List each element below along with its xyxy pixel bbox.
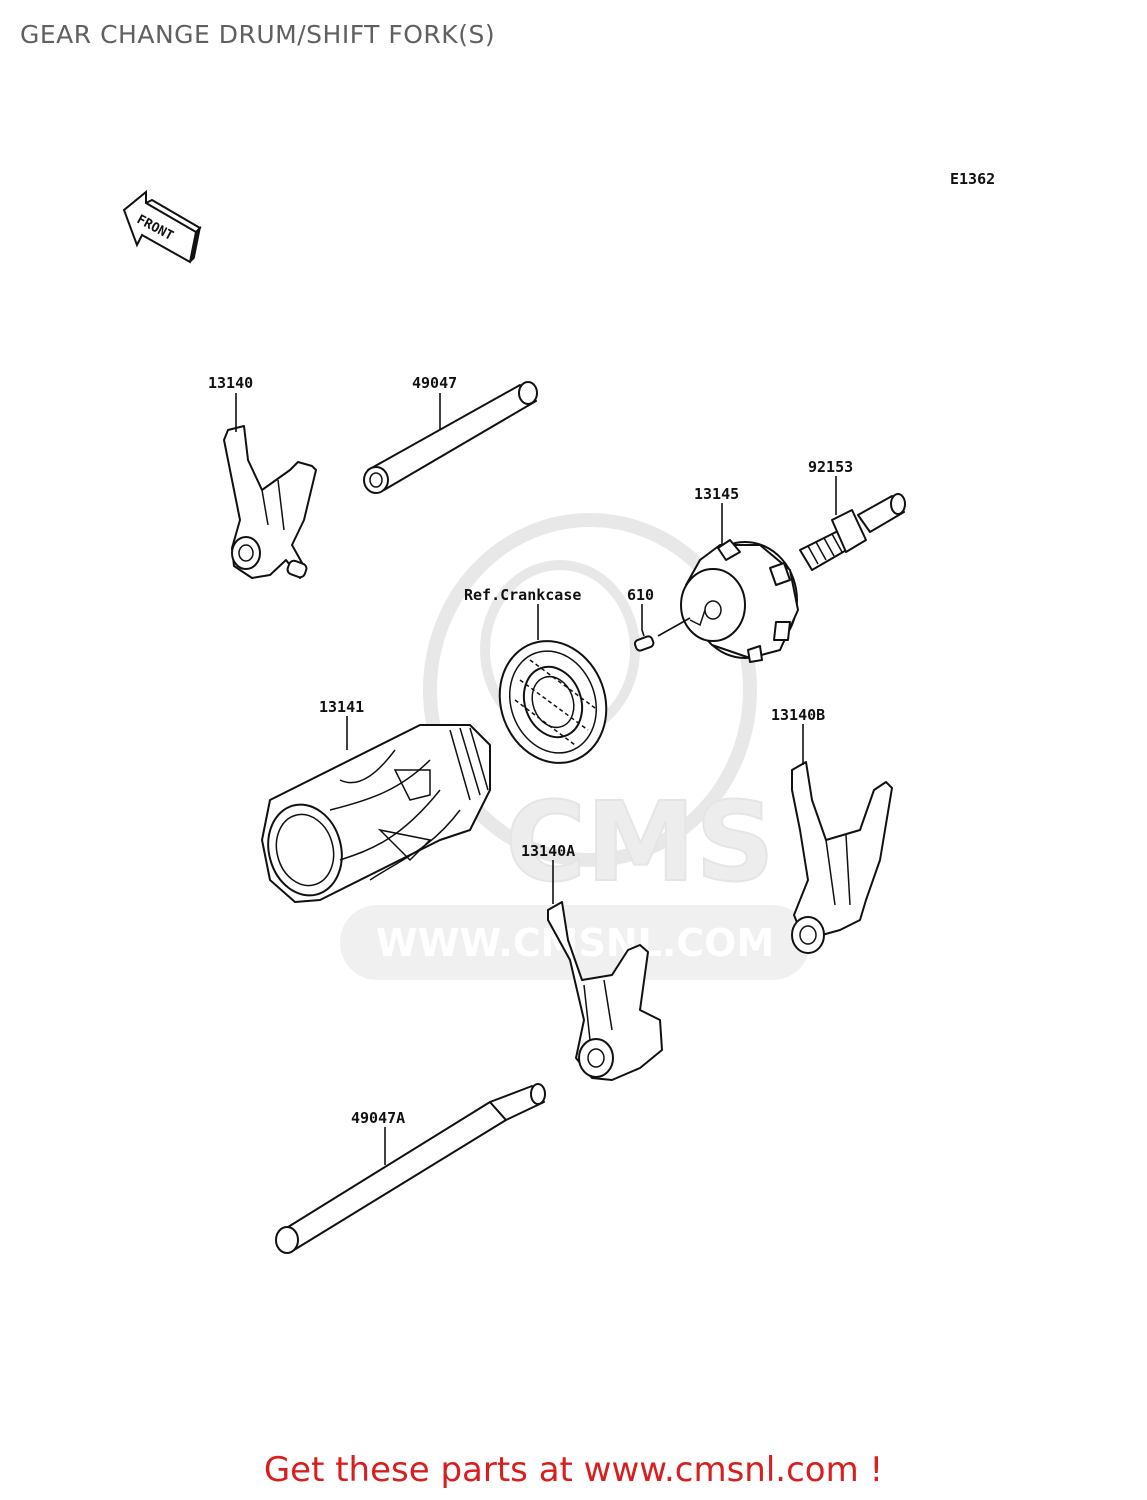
watermark: CMS WWW.CMSNL.COM	[340, 513, 810, 980]
front-arrow-icon: FRONT	[122, 189, 202, 264]
label-610: 610	[627, 586, 654, 604]
bolt-92153	[799, 493, 906, 571]
label-49047A: 49047A	[351, 1109, 405, 1127]
bearing-ref-crankcase	[498, 640, 608, 764]
label-13140A: 13140A	[521, 842, 575, 860]
figure-code: E1362	[950, 170, 995, 188]
shift-rod-49047A	[275, 1083, 546, 1254]
shift-rod-49047	[363, 381, 538, 494]
drum-cam-13145	[680, 539, 799, 663]
gear-change-drum-13141	[261, 724, 491, 903]
shift-fork-13140A	[547, 901, 663, 1081]
watermark-logo: CMS	[505, 778, 774, 906]
label-13140B: 13140B	[771, 706, 825, 724]
leader-lines	[235, 393, 837, 1165]
shift-fork-13140B	[791, 761, 893, 954]
label-13145: 13145	[694, 485, 739, 503]
label-92153: 92153	[808, 458, 853, 476]
part-labels: 13140 49047 92153 13145 Ref.Crankcase 61…	[208, 374, 853, 1127]
page-title: GEAR CHANGE DRUM/SHIFT FORK(S)	[20, 20, 496, 49]
footer-link[interactable]: Get these parts at www.cmsnl.com !	[263, 1450, 884, 1490]
pin-610	[633, 635, 655, 652]
shift-fork-13140	[223, 425, 317, 579]
label-49047: 49047	[412, 374, 457, 392]
label-13140: 13140	[208, 374, 253, 392]
label-ref-crankcase: Ref.Crankcase	[464, 586, 581, 604]
label-13141: 13141	[319, 698, 364, 716]
